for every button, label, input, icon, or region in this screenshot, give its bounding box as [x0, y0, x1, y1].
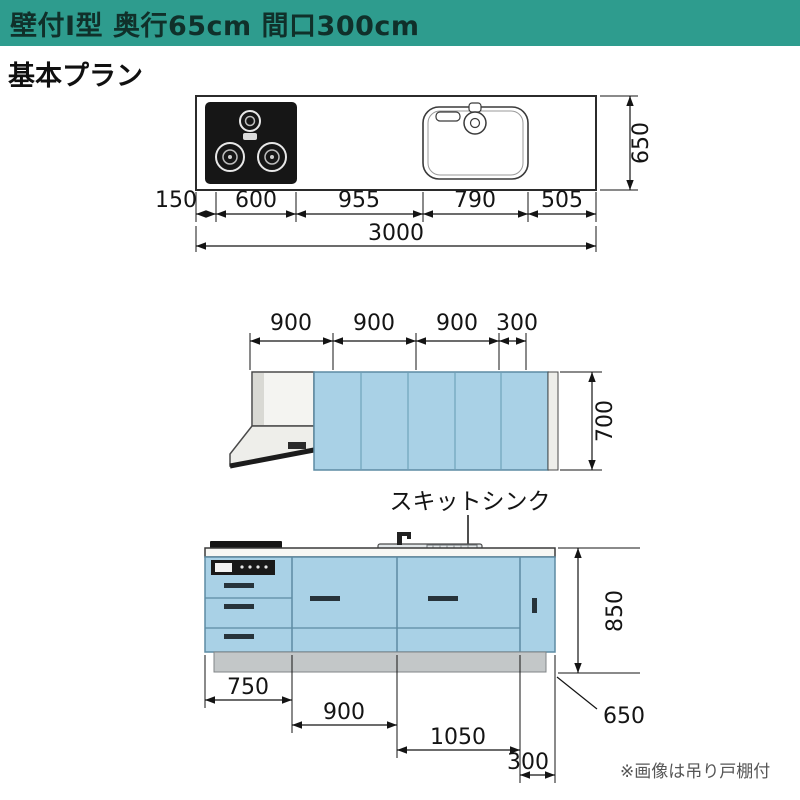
hood-duct-shade [253, 373, 264, 425]
drawer-handle [224, 604, 254, 609]
base-cabinet-elevation: スキットシンク [204, 489, 645, 783]
footnote: ※画像は吊り戸棚付 [620, 762, 771, 782]
burner-icon [228, 155, 232, 159]
drawer-handle [428, 596, 458, 601]
dimension-label: 850 [603, 590, 628, 632]
burner-icon [270, 155, 274, 159]
dimension-label: 150 [155, 188, 197, 213]
side-panel [547, 371, 559, 471]
plan-width-dimension: 150 600 955 790 505 [155, 188, 597, 222]
burner-icon [244, 115, 256, 127]
faucet-mount [468, 102, 482, 113]
dimension-label: 900 [270, 311, 312, 336]
wall-width-dimension: 900 900 900 300 [249, 311, 538, 370]
knob-icon [248, 565, 252, 569]
dimension-label: 900 [436, 311, 478, 336]
base-height-dimension: 850 [558, 547, 640, 674]
dimension-label: 600 [235, 188, 277, 213]
plan-view: 150 600 955 790 505 3000 650 [155, 95, 654, 252]
dimension-label: 700 [593, 400, 618, 442]
knob-icon [256, 565, 260, 569]
page-title: 壁付I型 奥行65cm 間口300cm [10, 10, 420, 42]
wall-cabinet-doors [313, 371, 549, 471]
sink-callout-label: スキットシンク [390, 489, 551, 515]
dimension-label: 3000 [368, 221, 424, 246]
kickboard [213, 651, 547, 673]
title-bar: 壁付I型 奥行65cm 間口300cm [0, 0, 800, 46]
faucet-icon [407, 532, 411, 539]
drawer-handle [224, 583, 254, 588]
dimension-label: 300 [496, 311, 538, 336]
plan-heading: 基本プラン [8, 61, 143, 92]
depth-indicator-line [556, 676, 598, 710]
range-hood [229, 371, 315, 469]
sink-plan [422, 102, 529, 180]
wall-cabinet-elevation: 900 900 900 300 700 [229, 311, 618, 471]
plan-total-dimension: 3000 [195, 221, 597, 252]
faucet-icon [397, 532, 411, 536]
faucet-icon [397, 532, 402, 545]
dimension-label: 1050 [430, 725, 486, 750]
faucet-icon [463, 111, 487, 135]
burner-icon [222, 149, 238, 165]
cooktop-elevation [210, 541, 282, 549]
drawer-handle [224, 634, 254, 639]
dimension-label: 900 [323, 700, 365, 725]
base-depth-dimension: 650 [556, 676, 645, 729]
drawer-handle [310, 596, 340, 601]
dimension-label: 750 [227, 675, 269, 700]
dimension-label: 505 [541, 188, 583, 213]
burner-icon [215, 142, 245, 172]
dimension-label: 300 [507, 750, 549, 775]
knob-icon [264, 565, 268, 569]
knob-icon [240, 565, 244, 569]
soap-tray [435, 111, 461, 122]
door-handle [532, 598, 537, 613]
cooktop-plan [205, 102, 297, 184]
dimension-label: 650 [603, 704, 645, 729]
base-width-dimensions: 750 900 1050 300 [204, 655, 556, 783]
dimension-label: 900 [353, 311, 395, 336]
grill-slot [243, 133, 257, 140]
burner-icon [257, 142, 287, 172]
countertop-profile [204, 547, 556, 558]
cooktop-profile [210, 541, 282, 549]
burner-icon [239, 110, 261, 132]
faucet-icon [469, 117, 481, 129]
cooktop-body [205, 102, 297, 184]
plan-depth-dimension: 650 [600, 95, 654, 191]
hood-edge [229, 447, 315, 469]
grill-window [215, 563, 232, 572]
wall-height-dimension: 700 [560, 371, 618, 471]
hood-switch [288, 442, 306, 449]
burner-icon [264, 149, 280, 165]
dimension-label: 790 [454, 188, 496, 213]
dimension-label: 955 [338, 188, 380, 213]
dimension-label: 650 [629, 122, 654, 164]
